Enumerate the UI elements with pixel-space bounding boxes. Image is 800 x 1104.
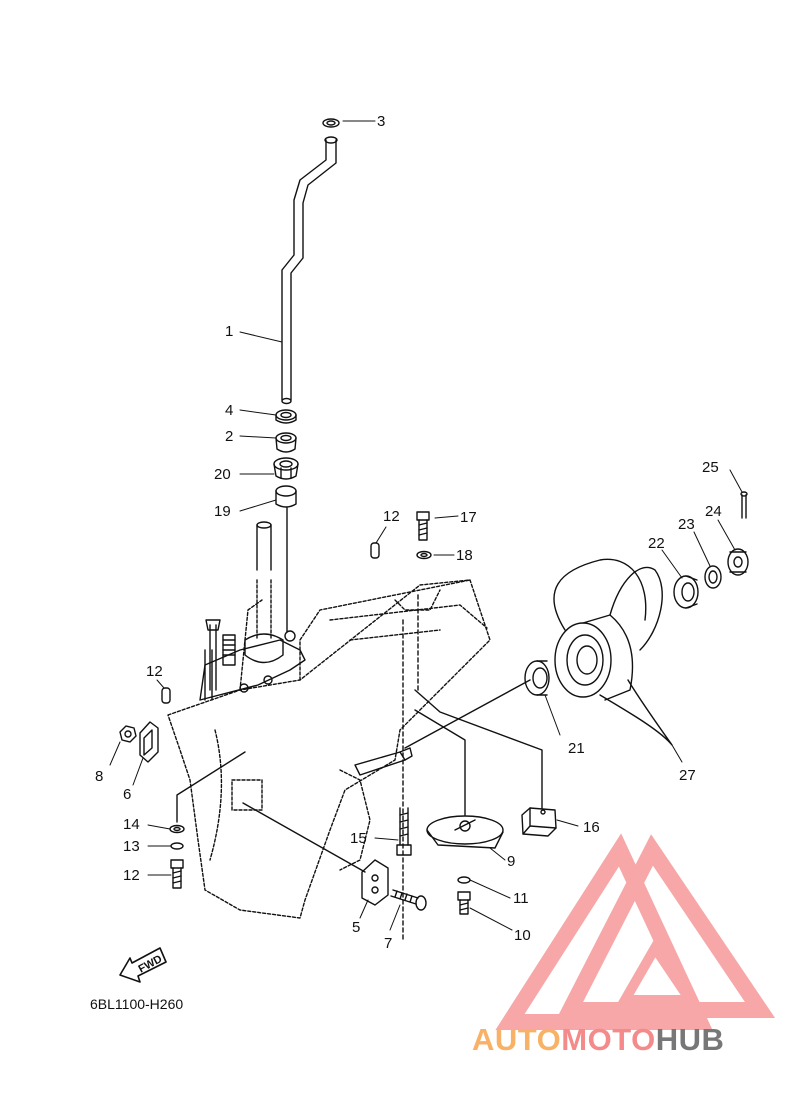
callout-5: 5 [352, 919, 360, 936]
bolt-part-18 [416, 511, 430, 541]
callout-6: 6 [123, 786, 131, 803]
callout-4: 4 [225, 402, 233, 419]
callout-15: 14 [123, 816, 140, 833]
callout-19: 18 [456, 547, 473, 564]
guide-line-22 [404, 679, 531, 749]
callout-21: 20 [214, 466, 231, 483]
callout-3: 3 [377, 113, 385, 130]
castle-nut-part-25 [727, 548, 749, 576]
anode-part-17 [521, 807, 557, 837]
upper-mount-plate [199, 630, 306, 701]
callout-20: 19 [214, 503, 231, 520]
washer-part-11 [457, 876, 471, 884]
fwd-arrow [119, 947, 167, 983]
watermark-text-part-3: HUB [655, 1022, 725, 1057]
callout-13: 12 [123, 867, 140, 884]
callout-12-left: 12 [146, 663, 163, 680]
watermark-text-part-2: MOTO [561, 1022, 656, 1057]
guide-line-5 [242, 802, 366, 873]
cotter-pin-part-26 [740, 491, 748, 519]
plate-part-6 [139, 721, 159, 763]
callout-labels: 3 1 4 2 20 19 17 18 12 12 8 6 14 13 12 1… [95, 113, 722, 952]
o-ring-part-3 [322, 118, 340, 128]
callout-16: 15 [350, 830, 367, 847]
callout-7: 7 [384, 935, 392, 952]
spacer-part-23 [673, 575, 699, 609]
fwd-label: FWD [136, 953, 164, 975]
water-tube-part-1 [281, 136, 338, 405]
callout-12-top: 12 [383, 508, 400, 525]
callout-18: 17 [460, 509, 477, 526]
lower-case-housing [167, 579, 491, 941]
washer-part-19 [416, 550, 432, 560]
drive-shaft [244, 521, 284, 664]
dowel-pin-part-12-top [370, 542, 380, 559]
callout-23: 22 [648, 535, 665, 552]
drawing-code: 6BL1100-H260 [90, 996, 184, 1012]
thrust-washer-part-22 [524, 660, 550, 696]
propeller-part-27 [553, 558, 673, 746]
dowel-pin-part-12-left [161, 687, 171, 704]
washer-part-15 [169, 824, 185, 834]
plate-part-5 [361, 859, 389, 906]
collar-part-20 [275, 485, 297, 508]
callout-leader-lines [109, 120, 743, 931]
bolt-part-10 [457, 891, 471, 915]
nut-part-8 [119, 725, 137, 743]
trim-tab-part-9 [426, 815, 504, 849]
callout-9: 9 [507, 853, 515, 870]
seal-part-2 [275, 432, 297, 453]
callout-10: 10 [514, 927, 531, 944]
seal-holder-part-21 [273, 457, 299, 480]
callout-26: 25 [702, 459, 719, 476]
watermark-text-part-1: AUTO [472, 1022, 562, 1057]
guide-line-17 [414, 689, 543, 809]
spring-washer-part-14 [170, 842, 184, 850]
washer-part-24 [704, 565, 722, 589]
guide-line-9 [414, 709, 466, 816]
callout-2: 2 [225, 428, 233, 445]
watermark-text: AUTOMOTOHUB [472, 1022, 724, 1058]
shift-rod [204, 619, 236, 701]
bolt-part-16 [396, 807, 412, 856]
callout-22: 21 [568, 740, 585, 757]
callout-17: 16 [583, 819, 600, 836]
callout-14: 13 [123, 838, 140, 855]
grommet-part-4 [275, 409, 297, 424]
propeller-shaft [354, 747, 413, 776]
bolt-part-13 [170, 859, 184, 889]
callout-8: 8 [95, 768, 103, 785]
callout-27: 27 [679, 767, 696, 784]
callout-1: 1 [225, 323, 233, 340]
callout-25: 24 [705, 503, 722, 520]
bolt-part-7 [390, 889, 427, 911]
watermark-logo [495, 833, 776, 1030]
callout-24: 23 [678, 516, 695, 533]
callout-11: 11 [513, 890, 529, 907]
guide-line-13 [176, 751, 246, 823]
